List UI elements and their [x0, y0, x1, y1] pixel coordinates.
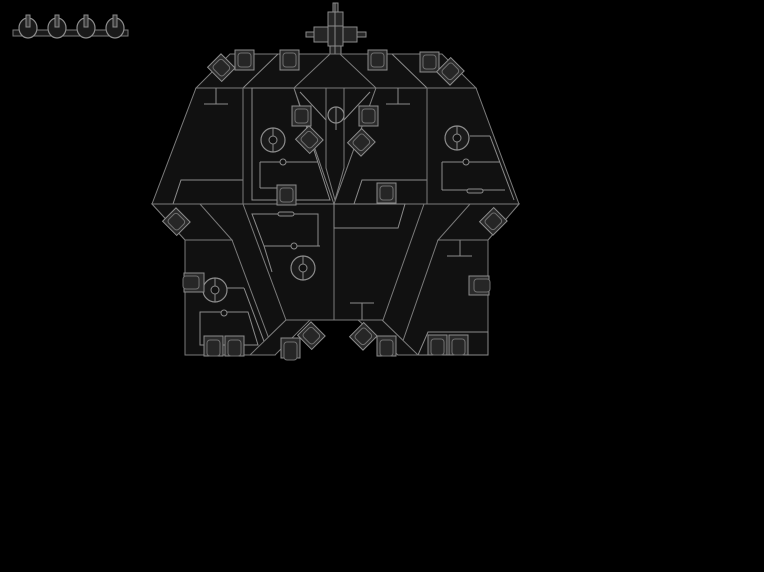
weapon-mount-icon[interactable] — [276, 184, 297, 206]
weapon-mount-icon[interactable] — [280, 337, 301, 361]
weapon-mount-icon[interactable] — [182, 272, 205, 293]
weapon-mount-icon[interactable] — [348, 321, 378, 351]
weapon-mount-icon[interactable] — [203, 335, 224, 357]
room-right-wing[interactable] — [426, 87, 520, 205]
crew-member-icon[interactable] — [76, 14, 96, 39]
weapon-mount-icon[interactable] — [296, 321, 326, 351]
weapon-mount-icon[interactable] — [291, 105, 312, 127]
weapon-mount-icon[interactable] — [419, 51, 440, 73]
weapon-mount-icon[interactable] — [367, 49, 388, 71]
crew-member-icon[interactable] — [18, 14, 38, 39]
door-icon[interactable] — [466, 188, 484, 194]
weapon-mount-icon[interactable] — [478, 206, 508, 236]
system-console-icon[interactable] — [327, 106, 345, 130]
system-console-icon[interactable] — [290, 255, 316, 281]
weapon-mount-icon[interactable] — [435, 56, 465, 86]
weapon-mount-icon[interactable] — [224, 335, 245, 357]
weapon-mount-icon[interactable] — [346, 127, 376, 157]
crew-roster — [12, 14, 129, 39]
weapon-mount-icon[interactable] — [448, 334, 469, 356]
crew-member-icon[interactable] — [105, 14, 125, 39]
weapon-mount-icon[interactable] — [161, 207, 191, 237]
weapon-mount-icon[interactable] — [206, 53, 236, 83]
weapon-mount-icon[interactable] — [427, 334, 448, 356]
system-console-icon[interactable] — [260, 127, 286, 153]
system-console-icon[interactable] — [202, 277, 228, 303]
weapon-mount-icon[interactable] — [234, 49, 255, 71]
weapon-mount-icon[interactable] — [294, 125, 324, 155]
weapon-mount-icon[interactable] — [279, 49, 300, 71]
weapon-mount-icon[interactable] — [376, 335, 397, 357]
weapon-mount-icon[interactable] — [376, 182, 397, 204]
room-left-wing[interactable] — [151, 87, 244, 205]
weapon-mount-icon[interactable] — [358, 105, 379, 127]
system-console-icon[interactable] — [444, 125, 470, 151]
crew-member-icon[interactable] — [47, 14, 67, 39]
player-ship — [150, 2, 521, 361]
weapon-mount-icon[interactable] — [468, 275, 491, 296]
